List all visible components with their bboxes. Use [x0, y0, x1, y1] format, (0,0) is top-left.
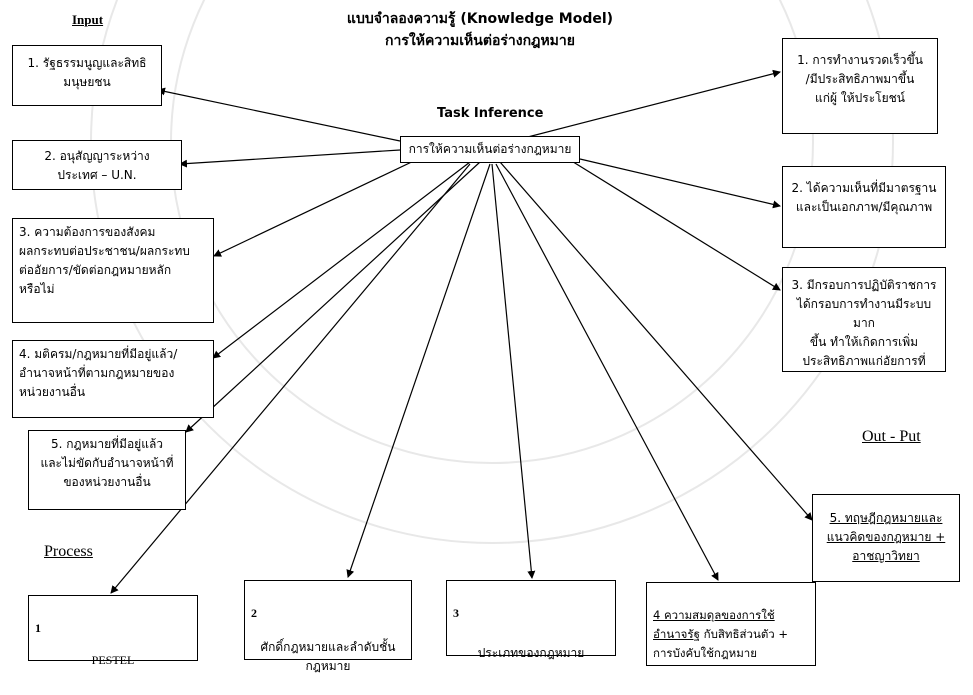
diagram-title-line2: การให้ความเห็นต่อร่างกฎหมาย [385, 33, 575, 49]
arrow-to-output-2 [579, 158, 781, 209]
process-box-1: 1 PESTEL [28, 595, 198, 667]
process-heading: Process [44, 543, 93, 560]
process-2-label: ศักดิ์กฎหมายและลำดับชั้น กฎหมาย [260, 640, 396, 673]
center-task-box: การให้ความเห็นต่อร่างกฎหมาย [400, 136, 580, 163]
process-4-label-underlined: 4 ความสมดุลของการใช้ อำนาจรัฐ [653, 608, 775, 641]
output-box-1: 1. การทำงานรวดเร็วขึ้น /มีประสิทธิภาพมาข… [782, 38, 938, 134]
output-box-3: 3. มีกรอบการปฏิบัติราชการ ได้กรอบการทำงา… [782, 267, 946, 372]
output-box-2: 2. ได้ความเห็นที่มีมาตรฐาน และเป็นเอกภาพ… [782, 166, 946, 248]
diagram-title-line1: แบบจำลองความรู้ (Knowledge Model) [346, 11, 614, 27]
connector-arrows [110, 69, 813, 594]
arrow-to-input-4 [212, 161, 471, 359]
arrow-to-output-5 [499, 161, 813, 521]
input-heading: Input [72, 12, 104, 27]
arrow-to-input-2 [179, 149, 401, 168]
task-inference-label: Task Inference [437, 106, 544, 121]
output-box-5: 5. ทฤษฎีกฎหมายและ แนวคิดของกฎหมาย + อาชญ… [812, 494, 960, 582]
arrow-to-input-3 [213, 157, 421, 257]
input-box-3: 3. ความต้องการของสังคม ผลกระทบต่อประชาชน… [12, 218, 214, 323]
process-box-2: 2 ศักดิ์กฎหมายและลำดับชั้น กฎหมาย [244, 580, 412, 673]
arrow-to-process-3 [491, 163, 536, 579]
process-box-3: 3 ประเภทของกฎหมาย [446, 580, 616, 660]
process-box-4: 4 ความสมดุลของการใช้ อำนาจรัฐ กับสิทธิส่… [646, 582, 816, 666]
output-box-5-text: 5. ทฤษฎีกฎหมายและ แนวคิดของกฎหมาย + อาชญ… [826, 511, 946, 563]
input-box-5: 5. กฎหมายที่มีอยู่แล้ว และไม่ขัดกับอำนาจ… [28, 430, 186, 510]
arrow-to-input-1 [157, 87, 401, 142]
output-heading: Out - Put [862, 428, 921, 445]
process-1-number: 1 [35, 621, 41, 635]
process-2-number: 2 [251, 606, 257, 620]
arrow-to-process-2 [346, 163, 491, 578]
input-box-2: 2. อนุสัญญาระหว่าง ประเทศ – U.N. [12, 140, 182, 190]
input-box-4: 4. มติครม/กฎหมายที่มีอยู่แล้ว/ อำนาจหน้า… [12, 340, 214, 418]
arrow-to-output-3 [569, 159, 781, 291]
process-3-label: ประเภทของกฎหมาย [477, 646, 585, 660]
arrow-to-output-1 [519, 69, 781, 140]
process-3-number: 3 [453, 606, 459, 620]
process-1-label: PESTEL [91, 653, 135, 667]
arrow-to-process-1 [110, 163, 471, 594]
diagram-title: แบบจำลองความรู้ (Knowledge Model) การให้ค… [300, 8, 660, 52]
arrow-to-input-5 [185, 161, 481, 433]
input-box-1: 1. รัฐธรรมนูญและสิทธิ มนุษยชน [12, 45, 162, 106]
process-4-label-rest: กับสิทธิส่วนตัว + การบังคับใช้กฎหมาย [653, 627, 789, 660]
arrow-to-process-4 [495, 163, 719, 581]
